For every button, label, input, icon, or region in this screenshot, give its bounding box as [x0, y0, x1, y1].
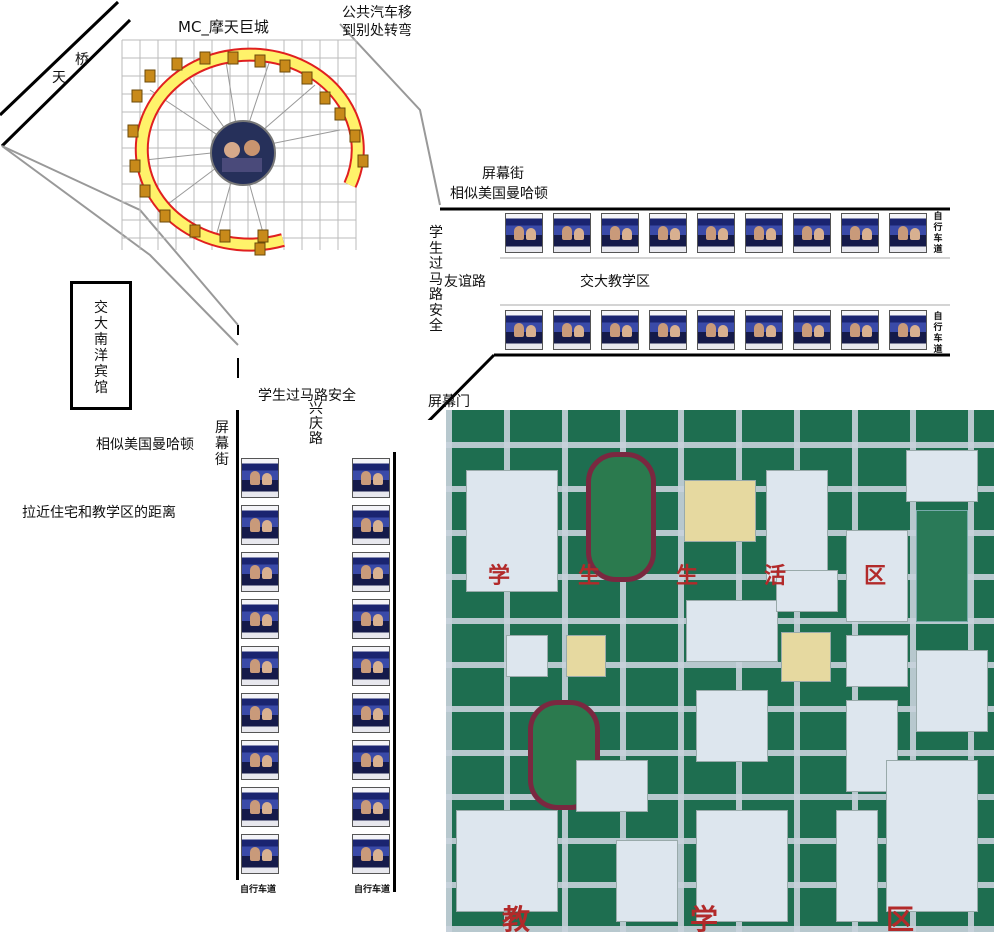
- screen-panel: [505, 213, 543, 253]
- screen-panel: [241, 740, 279, 780]
- teaching-area-label: 交大教学区: [580, 274, 650, 290]
- screen-panel: [889, 213, 927, 253]
- map-building: [781, 632, 831, 682]
- map-building: [566, 635, 606, 677]
- map-building: [886, 760, 978, 912]
- map-zone-char: 学: [690, 903, 719, 932]
- map-building: [916, 650, 988, 732]
- screen-panel: [553, 213, 591, 253]
- bike-lane-left: 自行车道: [240, 885, 277, 895]
- screen-panel: [697, 213, 735, 253]
- map-building: [466, 470, 558, 592]
- left-street-line: [236, 410, 239, 880]
- map-building: [776, 570, 838, 612]
- screen-panel: [352, 599, 390, 639]
- manhattan-label: 相似美国曼哈顿: [450, 186, 548, 202]
- distance-label: 拉近住宅和教学区的距离: [22, 505, 176, 521]
- xingqing-road-label: 兴庆路: [309, 401, 323, 447]
- map-zone-char: 生: [578, 563, 601, 589]
- screen-panel: [745, 213, 783, 253]
- bridge-label-tian: 天: [52, 70, 66, 86]
- screen-panel: [352, 458, 390, 498]
- screen-panel: [352, 834, 390, 874]
- map-building: [846, 530, 908, 622]
- screen-panel: [241, 552, 279, 592]
- bike-lane-top: 自行车道: [933, 212, 943, 255]
- screen-panel: [601, 310, 639, 350]
- bike-lane-right: 自行车道: [354, 885, 391, 895]
- map-building: [916, 510, 968, 622]
- map-building: [846, 635, 908, 687]
- map-zone-char: 生: [676, 563, 699, 589]
- screen-panel: [793, 310, 831, 350]
- screen-panel: [793, 213, 831, 253]
- map-building: [696, 690, 768, 762]
- screen-panel: [241, 458, 279, 498]
- map-zone-char: 教: [502, 903, 531, 932]
- screen-panel: [241, 693, 279, 733]
- screen-panel: [352, 693, 390, 733]
- youyi-road-label: 友谊路: [444, 274, 486, 290]
- screen-panel: [241, 646, 279, 686]
- screen-panel: [841, 213, 879, 253]
- screen-panel: [241, 599, 279, 639]
- map-building: [506, 635, 548, 677]
- bike-lane-mid: 自行车道: [933, 312, 943, 355]
- screen-panel: [241, 834, 279, 874]
- map-building: [576, 760, 648, 812]
- screen-panel: [505, 310, 543, 350]
- map-building: [616, 840, 678, 922]
- screen-panel: [601, 213, 639, 253]
- screen-panel: [889, 310, 927, 350]
- screen-panel: [841, 310, 879, 350]
- screen-panel: [352, 552, 390, 592]
- map-zone-char: 活: [764, 563, 787, 589]
- screen-panel: [241, 505, 279, 545]
- map-building: [696, 810, 788, 922]
- map-zone-char: 区: [886, 903, 915, 932]
- screen-panel: [649, 310, 687, 350]
- mc-complex-drawing: [0, 0, 950, 420]
- map-building: [906, 450, 978, 502]
- map-building: [836, 810, 878, 922]
- screen-panel: [649, 213, 687, 253]
- nanyang-hotel: [70, 281, 132, 410]
- screen-panel: [352, 740, 390, 780]
- hotel-label: 交大南洋宾馆: [94, 300, 108, 396]
- screen-panel: [553, 310, 591, 350]
- campus-map: 学 生 生 活 区 教 学 区: [446, 410, 994, 932]
- screen-panel: [241, 787, 279, 827]
- bridge-label-qiao: 桥: [75, 52, 89, 68]
- map-building: [684, 480, 756, 542]
- map-zone-char: 区: [864, 563, 887, 589]
- screen-panel: [352, 505, 390, 545]
- crossing-label: 学生过马路安全: [429, 225, 443, 334]
- mc-title: MC_摩天巨城: [178, 18, 269, 36]
- screen-street-label: 屏幕街: [482, 166, 524, 182]
- screen-panel: [745, 310, 783, 350]
- manhattan-left-label: 相似美国曼哈顿: [96, 437, 194, 453]
- sports-track-top: [586, 452, 656, 582]
- map-building: [686, 600, 778, 662]
- screen-gate-label: 屏幕门: [428, 394, 470, 410]
- crossing2-label: 学生过马路安全: [258, 388, 356, 404]
- map-building: [456, 810, 558, 912]
- right-street-line: [393, 452, 396, 892]
- screen-panel: [352, 646, 390, 686]
- screen-street-left-label: 屏幕街: [215, 420, 229, 468]
- screen-panel: [352, 787, 390, 827]
- screen-panel: [697, 310, 735, 350]
- sports-track-bottom: [528, 700, 600, 810]
- bus-note: 公共汽车移到别处转弯: [342, 5, 412, 39]
- map-zone-char: 学: [488, 563, 511, 589]
- map-building: [766, 470, 828, 582]
